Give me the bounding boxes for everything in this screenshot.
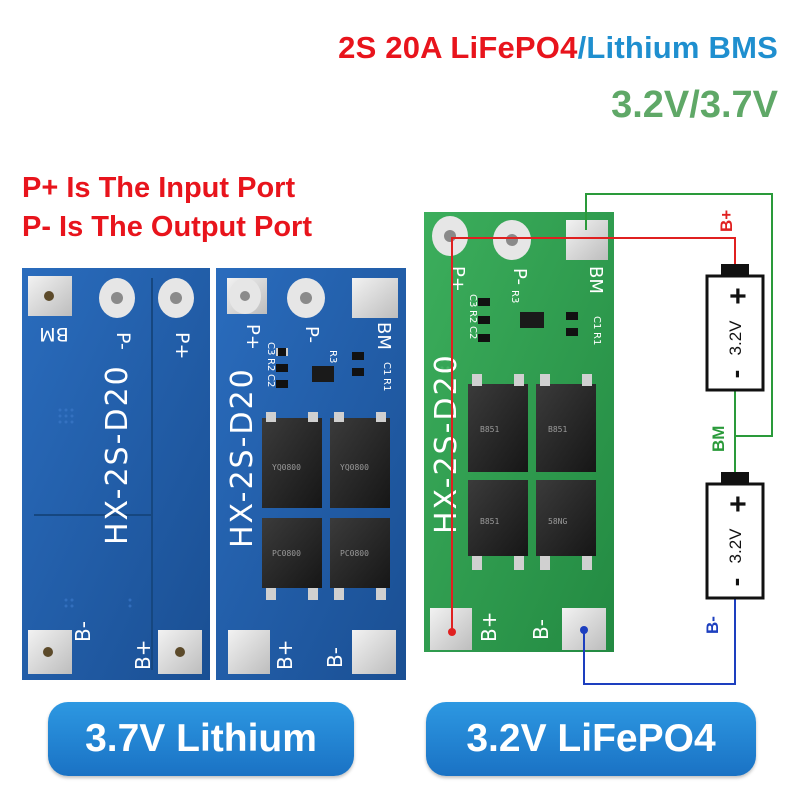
lithium-variant-label: 3.7V Lithium — [48, 702, 354, 776]
bm-wire — [585, 193, 773, 437]
cell-voltage-label: 3.2V — [726, 528, 745, 564]
svg-text:PC0800: PC0800 — [272, 549, 301, 558]
svg-text:B-: B- — [323, 647, 347, 668]
lifepo4-variant-label: 3.2V LiFePO4 — [426, 702, 756, 776]
output-port-note: P- Is The Output Port — [22, 211, 312, 243]
svg-text:B+: B+ — [477, 612, 501, 642]
b-minus-wire — [583, 598, 736, 685]
svg-text:BM: BM — [585, 266, 606, 294]
svg-text:C1: C1 — [381, 362, 392, 375]
battery-cell-bottom: + 3.2V - — [705, 472, 765, 600]
svg-text:C3: C3 — [467, 294, 478, 307]
title-chemistry: 2S 20A LiFePO4 — [338, 30, 578, 65]
minus-sign: - — [720, 578, 750, 587]
svg-text:P-: P- — [301, 326, 322, 343]
label-p-minus: P- — [112, 332, 134, 350]
bms-board-blue-front: R2 C2 C3 R3 R1 C1 YQ0800 YQ0800 PC0800 P… — [216, 268, 406, 680]
model-label: HX-2S-D20 — [100, 364, 135, 545]
b-plus-pad — [228, 630, 270, 674]
svg-text:C2: C2 — [265, 374, 276, 387]
svg-text:C1: C1 — [591, 316, 602, 329]
cell-voltage-label: 3.2V — [726, 320, 745, 356]
svg-text:P+: P+ — [447, 266, 468, 292]
bm-pad — [352, 278, 398, 318]
svg-text:R1: R1 — [381, 378, 392, 391]
svg-text:C3: C3 — [265, 342, 276, 355]
svg-text:YQ0800: YQ0800 — [340, 463, 369, 472]
svg-text:PC0800: PC0800 — [340, 549, 369, 558]
svg-text:R1: R1 — [591, 332, 602, 345]
svg-text:B851: B851 — [480, 425, 499, 434]
plus-sign: + — [722, 495, 755, 513]
svg-text:R3: R3 — [327, 350, 338, 363]
bms-board-green-front: R2 C2 C3 R3 R1 C1 B851 B851 B851 58NG P+… — [424, 212, 614, 652]
svg-text:R2: R2 — [265, 358, 276, 371]
svg-text:P-: P- — [509, 268, 530, 285]
voltage-title: 3.2V/3.7V — [611, 84, 778, 126]
b-plus-wire-label: B+ — [717, 210, 736, 232]
label-bm: BM — [39, 323, 68, 345]
model-label: HX-2S-D20 — [429, 353, 464, 534]
minus-sign: - — [720, 370, 750, 379]
svg-text:YQ0800: YQ0800 — [272, 463, 301, 472]
svg-text:B851: B851 — [480, 517, 499, 526]
svg-text:R3: R3 — [509, 290, 520, 303]
b-plus-wire — [451, 237, 736, 632]
mosfet-group: B851 B851 B851 58NG — [468, 374, 596, 570]
product-title: 2S 20A LiFePO4/Lithium BMS — [338, 30, 778, 66]
svg-text:B+: B+ — [273, 640, 297, 670]
plus-sign: + — [722, 287, 755, 305]
wiring-diagram: + 3.2V - + 3.2V - B+ BM B- — [448, 193, 773, 685]
bms-board-back: BM P- P+ B- B+ HX-2S-D20 — [22, 268, 210, 680]
battery-cell-top: + 3.2V - — [705, 264, 765, 392]
input-port-note: P+ Is The Input Port — [22, 172, 296, 204]
bm-wire-label: BM — [709, 426, 728, 452]
mosfet-group: YQ0800 YQ0800 PC0800 PC0800 — [262, 412, 390, 600]
label-b-minus: B- — [71, 621, 95, 642]
model-label: HX-2S-D20 — [225, 367, 260, 548]
b-minus-pad — [352, 630, 396, 674]
label-b-plus: B+ — [131, 640, 155, 670]
title-type: /Lithium BMS — [577, 30, 778, 65]
svg-text:C2: C2 — [467, 326, 478, 339]
svg-text:B-: B- — [529, 619, 553, 640]
label-p-plus: P+ — [171, 332, 193, 359]
svg-text:P+: P+ — [242, 324, 263, 350]
b-minus-wire-label: B- — [703, 616, 722, 634]
svg-text:R2: R2 — [467, 310, 478, 323]
svg-text:58NG: 58NG — [548, 517, 567, 526]
svg-text:B851: B851 — [548, 425, 567, 434]
svg-text:BM: BM — [373, 322, 394, 350]
